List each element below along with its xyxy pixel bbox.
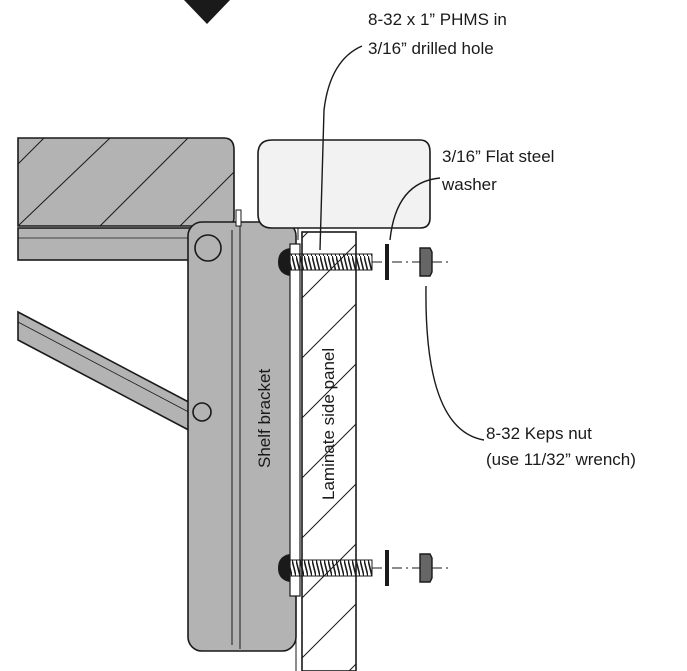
bracket-label: Shelf bracket xyxy=(255,369,274,468)
shelf-section xyxy=(17,137,235,227)
screw-callout-line2: 3/16” drilled hole xyxy=(368,39,494,58)
screw-head-upper xyxy=(278,248,290,276)
screw-head-lower xyxy=(278,554,290,582)
lower-hardware xyxy=(278,550,450,586)
direction-arrow-icon xyxy=(184,0,230,24)
diagonal-brace xyxy=(17,310,201,438)
keps-nut-upper xyxy=(419,247,433,277)
screw-callout-line1: 8-32 x 1” PHMS in xyxy=(368,10,507,29)
nut-callout-line1: 8-32 Keps nut xyxy=(486,424,592,443)
washer-callout-line2: washer xyxy=(441,175,497,194)
leader-nut xyxy=(425,285,485,441)
leader-washer xyxy=(389,177,441,241)
washer-callout-line1: 3/16” Flat steel xyxy=(442,147,554,166)
shelf-bracket xyxy=(187,209,297,652)
washer-lower xyxy=(385,550,389,586)
bracket-pivot-lower xyxy=(192,402,212,422)
screw-thread-lower xyxy=(289,559,373,577)
keps-nut-lower xyxy=(419,553,433,583)
bracket-pivot-upper xyxy=(194,234,222,262)
upper-hardware xyxy=(278,244,450,280)
screw-thread-upper xyxy=(289,253,373,271)
laminate-side-panel xyxy=(289,231,357,671)
panel-label: Laminate side panel xyxy=(319,348,338,500)
shelf-rail xyxy=(17,227,205,261)
leader-screw xyxy=(319,45,363,251)
right-shelf xyxy=(257,139,431,240)
washer-upper xyxy=(385,244,389,280)
nut-callout-line2: (use 11/32” wrench) xyxy=(486,450,636,469)
